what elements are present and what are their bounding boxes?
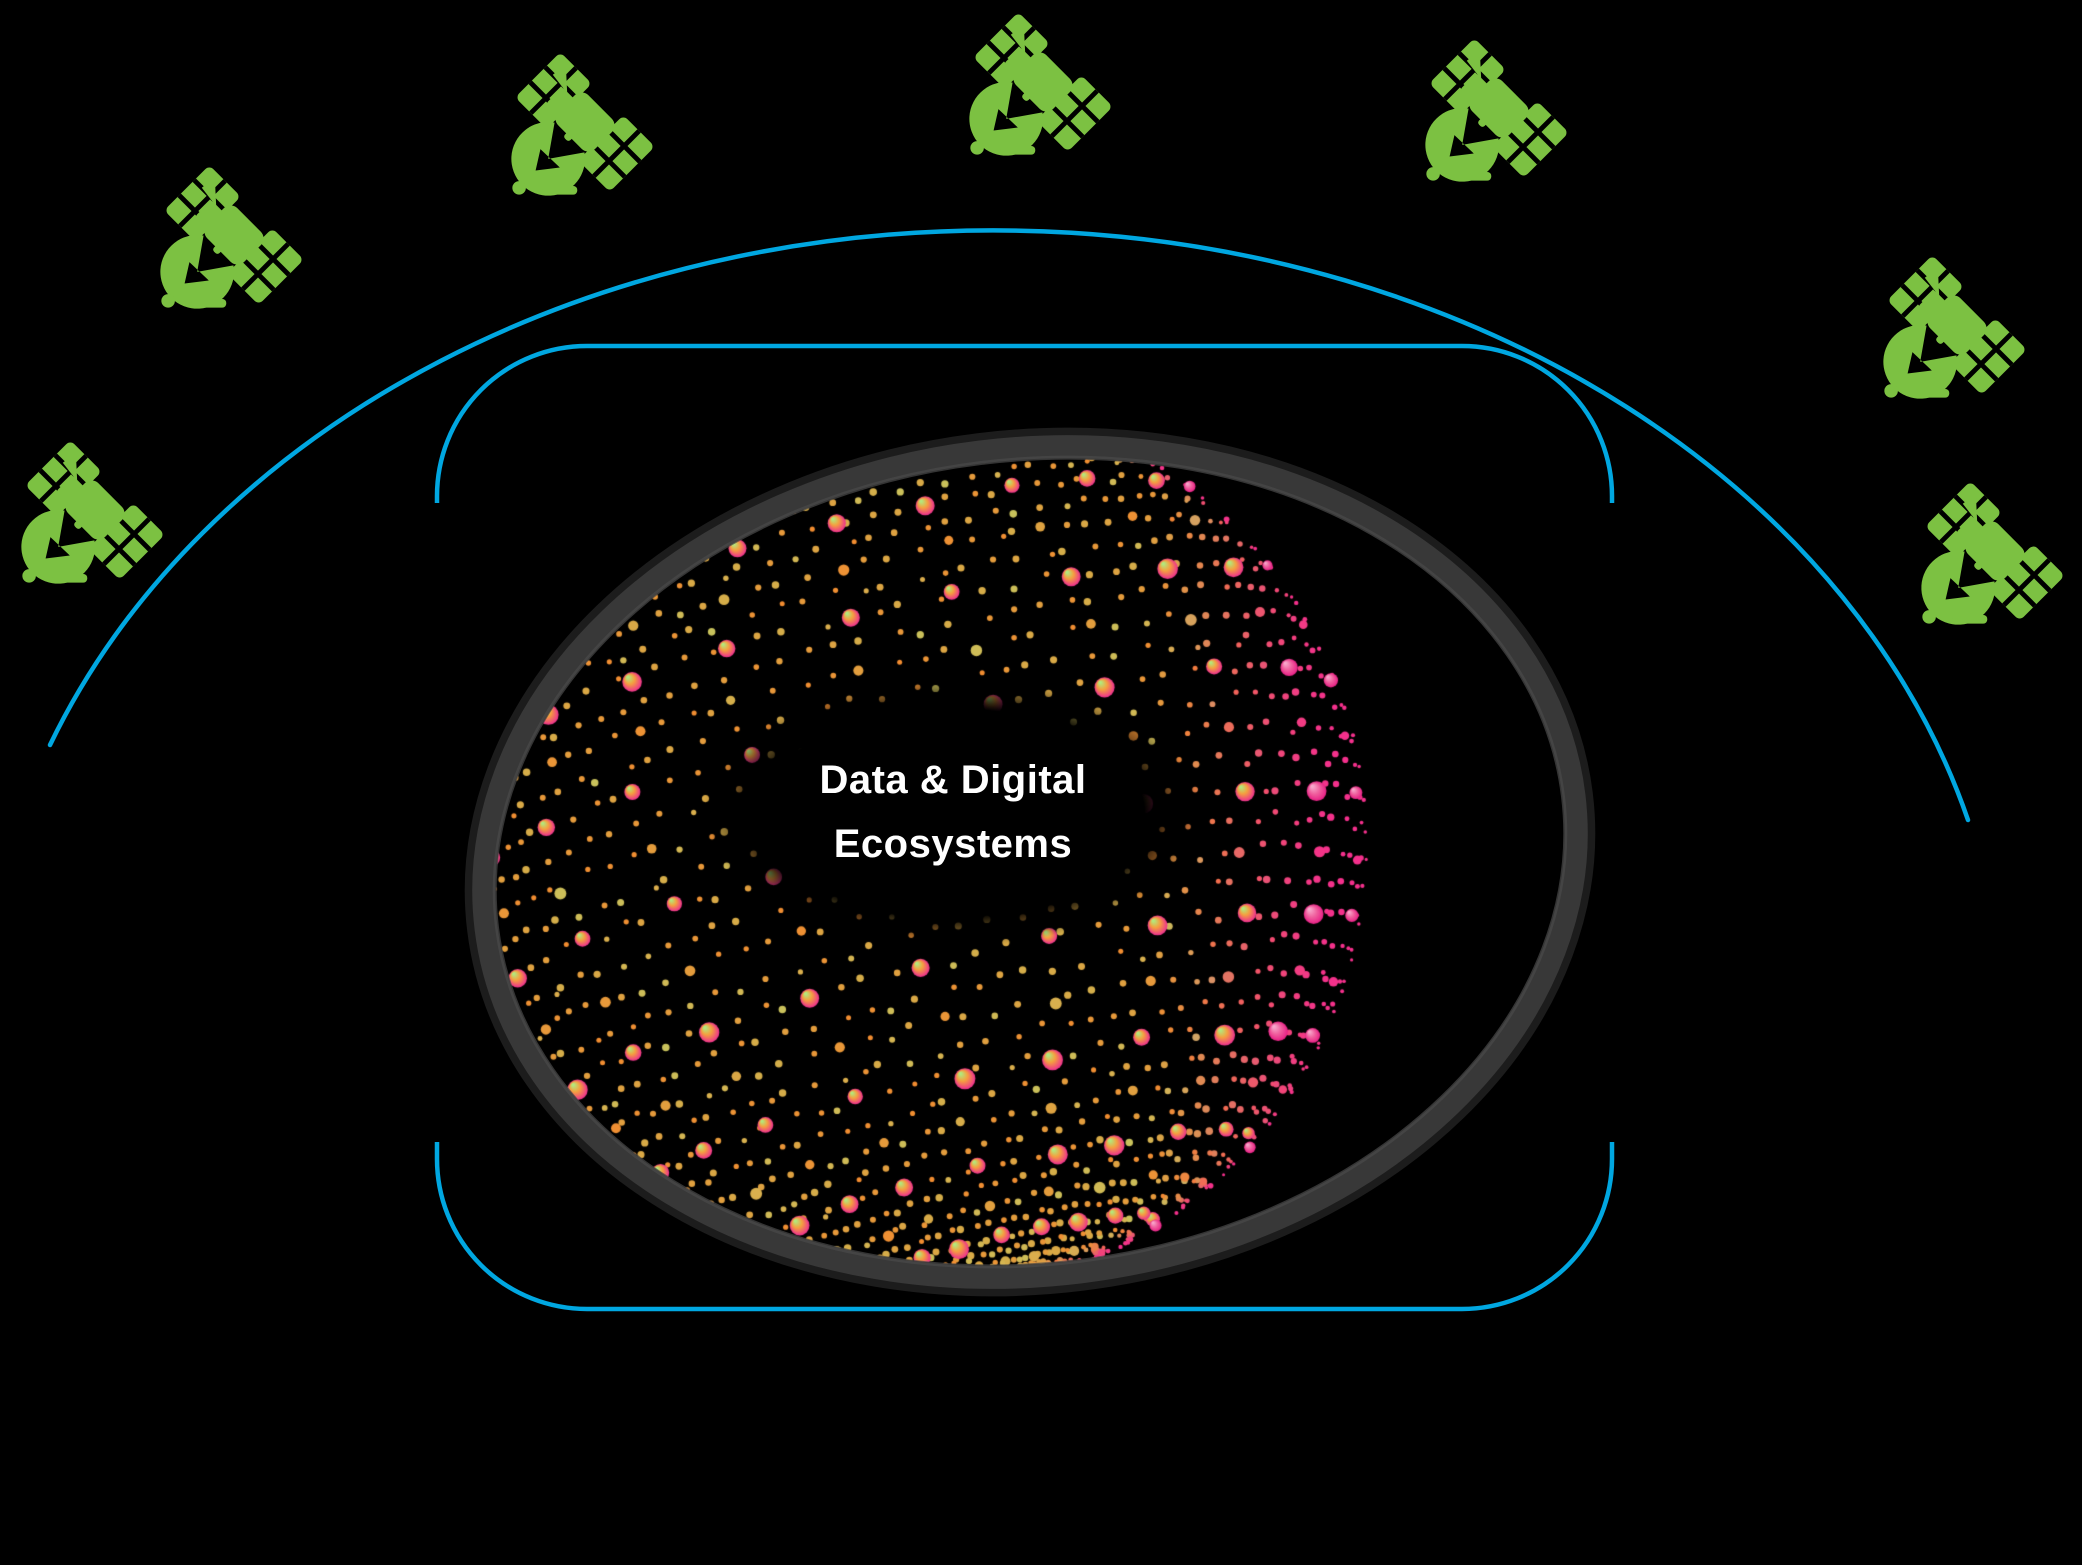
orbit-ring [472, 435, 1588, 1289]
center-label-line2: Ecosystems [833, 822, 1073, 866]
center-label: Data & Digital Ecosystems [633, 748, 1273, 876]
center-label-line1: Data & Digital [819, 758, 1087, 802]
orbit-ring-highlight [492, 455, 1568, 1269]
